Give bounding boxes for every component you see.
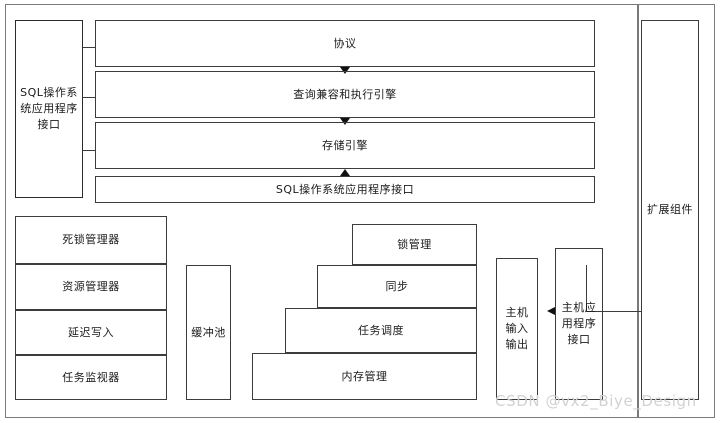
pyramid-label-task-scheduling: 任务调度 — [358, 323, 404, 337]
layer-box-storage-engine[interactable]: 存储引擎 — [95, 122, 595, 169]
arrow-sqlos-api-to-storage-engine — [340, 169, 350, 176]
manager-box-task-monitor[interactable]: 任务监视器 — [15, 355, 167, 400]
watermark-text: CSDN @vx2_Biye_Design — [495, 392, 697, 410]
pyramid-box-synchronization[interactable]: 同步 — [317, 265, 477, 308]
pyramid-label-memory-management: 内存管理 — [341, 369, 388, 383]
arrow-extension-to-host-api — [547, 307, 555, 315]
extension-to-host-api-elbow — [586, 265, 588, 312]
manager-label-deadlock: 死锁管理器 — [62, 233, 120, 247]
layer-box-sql-os-api[interactable]: SQL操作系统应用程序接口 — [95, 176, 595, 203]
pyramid-label-synchronization: 同步 — [385, 279, 409, 293]
sql-os-api-left-box[interactable]: SQL操作系统应用程序接口 — [15, 20, 83, 198]
extension-to-host-api-line — [586, 311, 641, 313]
pyramid-box-task-scheduling[interactable]: 任务调度 — [285, 308, 477, 353]
sql-os-api-left-label: SQL操作系统应用程序接口 — [20, 86, 78, 131]
manager-box-lazy-write[interactable]: 延迟写入 — [15, 310, 167, 355]
host-app-api-box[interactable]: 主机应用程序接口 — [555, 248, 603, 400]
host-app-api-label: 主机应用程序接口 — [561, 301, 597, 346]
manager-label-lazy-write: 延迟写入 — [68, 325, 114, 339]
buffer-pool-box[interactable]: 缓冲池 — [186, 265, 231, 400]
connector-to-storage-engine — [83, 150, 96, 152]
connector-to-protocol — [83, 47, 96, 49]
outer-frame — [5, 4, 715, 418]
extension-components-box[interactable]: 扩展组件 — [641, 20, 699, 400]
layer-box-protocol[interactable]: 协议 — [95, 20, 595, 67]
host-io-label: 主机输入输出 — [505, 306, 529, 351]
arrow-protocol-to-query-engine — [340, 67, 350, 74]
layer-label-query-engine: 查询兼容和执行引擎 — [293, 87, 397, 101]
layer-label-sql-os-api: SQL操作系统应用程序接口 — [275, 182, 415, 196]
extension-column-divider — [637, 4, 639, 418]
manager-label-resource: 资源管理器 — [62, 280, 120, 294]
layer-label-protocol: 协议 — [333, 36, 357, 50]
buffer-pool-label: 缓冲池 — [191, 325, 226, 339]
manager-label-task-monitor: 任务监视器 — [62, 370, 120, 384]
pyramid-box-memory-management[interactable]: 内存管理 — [252, 353, 477, 400]
layer-box-query-engine[interactable]: 查询兼容和执行引擎 — [95, 71, 595, 118]
pyramid-label-lock-management: 锁管理 — [397, 237, 432, 251]
arrow-query-engine-to-storage-engine — [340, 118, 350, 125]
connector-to-query-engine — [83, 97, 96, 99]
host-io-box[interactable]: 主机输入输出 — [496, 258, 538, 400]
manager-box-deadlock[interactable]: 死锁管理器 — [15, 216, 167, 264]
layer-label-storage-engine: 存储引擎 — [322, 138, 368, 152]
extension-components-label: 扩展组件 — [647, 203, 693, 217]
pyramid-box-lock-management[interactable]: 锁管理 — [352, 224, 477, 265]
manager-box-resource[interactable]: 资源管理器 — [15, 264, 167, 310]
